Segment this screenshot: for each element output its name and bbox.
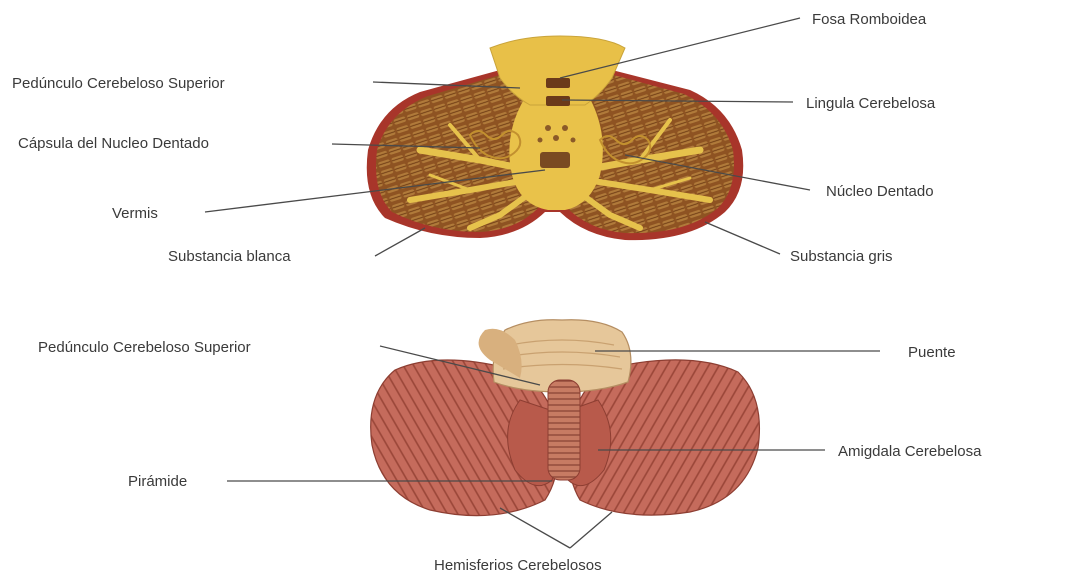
label-fosa-romboidea: Fosa Romboidea	[812, 11, 927, 28]
vermis-medulla	[509, 90, 602, 210]
label-vermis: Vermis	[112, 205, 158, 222]
leader-hemisferios-right	[570, 512, 612, 548]
label-substancia-gris: Substancia gris	[790, 248, 893, 265]
label-lingula: Lingula Cerebelosa	[806, 95, 936, 112]
label-piramide: Pirámide	[128, 473, 187, 490]
cerebellum-section-figure	[367, 36, 743, 240]
label-amigdala: Amigdala Cerebelosa	[838, 443, 982, 460]
central-structure	[540, 152, 570, 168]
leader-hemisferios-left	[500, 508, 570, 548]
label-hemisferios: Hemisferios Cerebelosos	[434, 557, 602, 574]
label-substancia-blanca: Substancia blanca	[168, 248, 291, 265]
label-nucleo-dentado: Núcleo Dentado	[826, 183, 934, 200]
label-puente: Puente	[908, 344, 956, 361]
leader-blanca	[375, 228, 425, 256]
leader-gris	[705, 222, 780, 254]
central-structure	[546, 96, 570, 106]
lingula-structure	[546, 78, 570, 88]
cerebellum-ventral-figure	[371, 320, 760, 516]
vermis-pyramid	[548, 380, 580, 480]
label-pedunculo-bottom: Pedúnculo Cerebeloso Superior	[38, 339, 251, 356]
label-pedunculo-top: Pedúnculo Cerebeloso Superior	[12, 75, 225, 92]
label-capsula: Cápsula del Nucleo Dentado	[18, 135, 209, 152]
